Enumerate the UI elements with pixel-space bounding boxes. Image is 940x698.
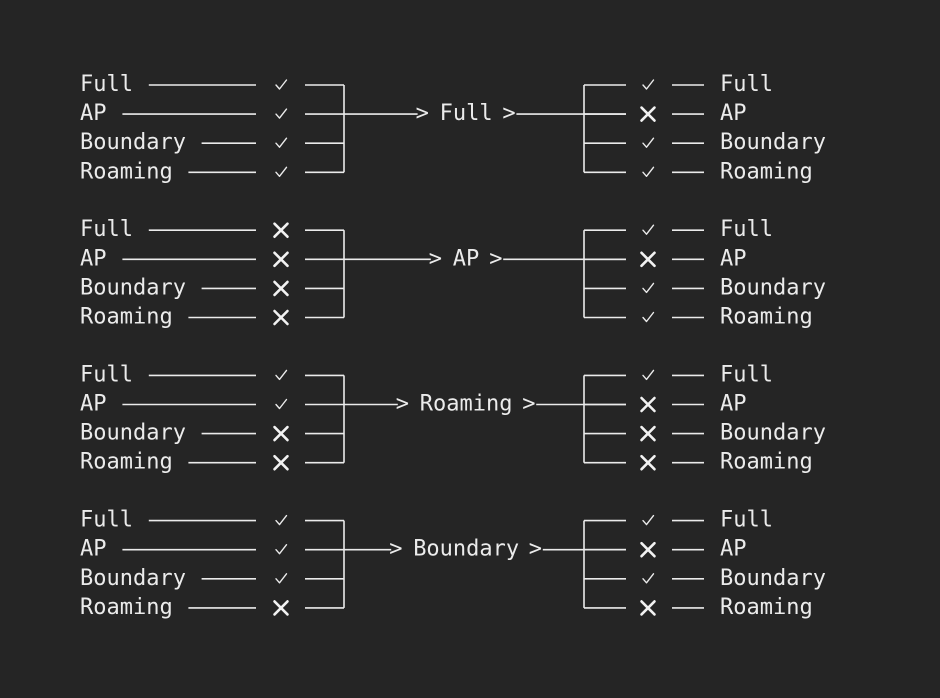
mode-label-roaming: Roaming xyxy=(420,392,513,417)
output-label-roaming: Roaming xyxy=(720,159,813,184)
input-label-ap: AP xyxy=(80,101,107,126)
cross-icon xyxy=(273,454,289,471)
input-label-full: Full xyxy=(80,217,133,242)
output-label-roaming: Roaming xyxy=(720,450,813,475)
check-icon xyxy=(275,79,288,90)
check-icon xyxy=(275,398,288,410)
output-label-roaming: Roaming xyxy=(720,595,813,620)
output-label-boundary: Boundary xyxy=(720,275,826,300)
cross-icon xyxy=(273,309,289,326)
arrow-in-icon: > xyxy=(389,537,402,562)
output-label-ap: AP xyxy=(720,246,747,271)
cross-icon xyxy=(273,425,289,442)
output-label-full: Full xyxy=(720,217,773,242)
input-label-boundary: Boundary xyxy=(80,421,186,446)
cross-icon xyxy=(640,106,656,122)
mode-label-boundary: Boundary xyxy=(413,537,519,562)
check-icon xyxy=(275,108,288,119)
input-label-roaming: Roaming xyxy=(80,159,173,184)
check-icon xyxy=(642,166,655,177)
output-label-full: Full xyxy=(720,362,773,387)
input-label-roaming: Roaming xyxy=(80,450,173,475)
cross-icon xyxy=(640,396,656,413)
check-icon xyxy=(275,137,288,148)
arrow-out-icon: > xyxy=(502,101,515,126)
check-icon xyxy=(642,79,655,90)
cross-icon xyxy=(640,251,656,268)
check-icon xyxy=(642,514,655,526)
arrow-in-icon: > xyxy=(429,246,442,271)
input-label-boundary: Boundary xyxy=(80,130,186,155)
cross-icon xyxy=(273,222,289,238)
input-label-full: Full xyxy=(80,72,133,97)
check-icon xyxy=(642,137,655,148)
input-label-roaming: Roaming xyxy=(80,305,173,330)
check-icon xyxy=(642,311,655,323)
check-icon xyxy=(275,166,288,177)
check-icon xyxy=(642,282,655,294)
cross-icon xyxy=(640,425,656,442)
output-label-ap: AP xyxy=(720,392,747,417)
output-label-full: Full xyxy=(720,72,773,97)
arrow-in-icon: > xyxy=(396,392,409,417)
output-label-boundary: Boundary xyxy=(720,421,826,446)
check-icon xyxy=(642,369,655,381)
output-label-ap: AP xyxy=(720,537,747,562)
check-icon xyxy=(642,573,655,584)
input-label-boundary: Boundary xyxy=(80,275,186,300)
cross-icon xyxy=(640,454,656,471)
cross-icon xyxy=(640,541,656,558)
input-label-ap: AP xyxy=(80,246,107,271)
arrow-out-icon: > xyxy=(522,392,535,417)
check-icon xyxy=(275,514,288,526)
arrow-out-icon: > xyxy=(489,246,502,271)
input-label-roaming: Roaming xyxy=(80,595,173,620)
output-label-roaming: Roaming xyxy=(720,305,813,330)
cross-icon xyxy=(640,600,656,616)
output-label-boundary: Boundary xyxy=(720,130,826,155)
cross-icon xyxy=(273,600,289,616)
arrow-out-icon: > xyxy=(529,537,542,562)
input-label-ap: AP xyxy=(80,392,107,417)
input-label-full: Full xyxy=(80,362,133,387)
check-icon xyxy=(275,573,288,584)
output-label-full: Full xyxy=(720,508,773,533)
check-icon xyxy=(642,224,655,235)
cross-icon xyxy=(273,280,289,297)
cross-icon xyxy=(273,251,289,268)
check-icon xyxy=(275,369,288,381)
arrow-in-icon: > xyxy=(416,101,429,126)
input-label-full: Full xyxy=(80,508,133,533)
input-label-boundary: Boundary xyxy=(80,566,186,591)
mode-label-ap: AP xyxy=(453,246,480,271)
output-label-ap: AP xyxy=(720,101,747,126)
mode-label-full: Full xyxy=(440,101,493,126)
input-label-ap: AP xyxy=(80,537,107,562)
output-label-boundary: Boundary xyxy=(720,566,826,591)
check-icon xyxy=(275,544,288,555)
